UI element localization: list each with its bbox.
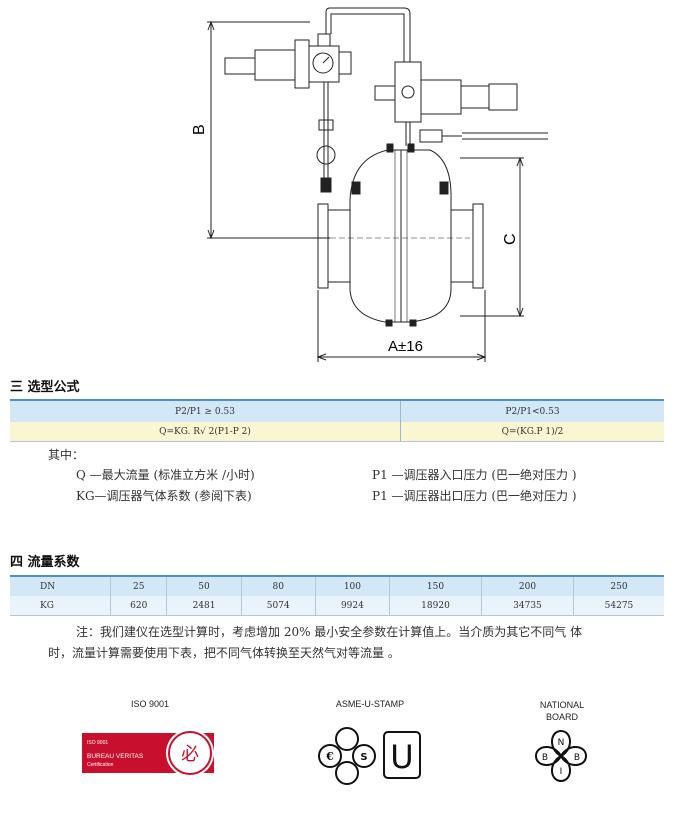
- iso-9001-logo: 必 ISO 9001 BUREAU VERITAS Certification: [82, 729, 214, 777]
- kg-cell: 5074: [240, 596, 316, 616]
- svg-text:I: I: [560, 767, 563, 777]
- dn-cell: 25: [109, 575, 167, 596]
- nb-caption-2: BOARD: [545, 712, 578, 722]
- legend-intro: 其中：: [48, 448, 85, 462]
- note-line-1: 注：我们建仪在选型计算时，考虑增加 20% 最小安全参数在计算值上。当介质为其它…: [76, 625, 583, 639]
- formula-1: Q=KG. R√ 2(P1-P 2): [10, 422, 401, 442]
- svg-text:B: B: [574, 753, 580, 763]
- legend-p2: P1 —调压器出口压力 (巴一绝对压力 ): [372, 489, 577, 503]
- svg-text:必: 必: [181, 744, 199, 765]
- national-board-caption: NATIONAL BOARD: [522, 699, 602, 723]
- kg-cell: 620: [109, 596, 167, 616]
- formula-2: Q=(KG.P 1)/2: [400, 422, 664, 442]
- kg-cell: 54275: [572, 596, 664, 616]
- svg-text:€: €: [325, 750, 334, 763]
- legend-p1: P1 —调压器入口压力 (巴一绝对压力 ): [372, 468, 577, 482]
- dn-cell: 200: [480, 575, 574, 596]
- dn-cell: 50: [166, 575, 242, 596]
- dn-cell: 100: [314, 575, 390, 596]
- dn-cell: 80: [240, 575, 316, 596]
- legend-kg: KG—调压器气体系数 (参阅下表): [76, 489, 252, 503]
- formula-header-2: P2/P1<0.53: [400, 399, 664, 422]
- svg-text:B: B: [542, 753, 548, 763]
- legend-q: Q —最大流量 (标准立方米 /小时): [76, 468, 255, 482]
- kg-cell: 18920: [389, 596, 482, 616]
- svg-text:S: S: [360, 752, 367, 763]
- svg-text:U: U: [390, 738, 413, 776]
- formula-header-1: P2/P1 ≥ 0.53: [10, 399, 401, 422]
- table-row: DN 25 50 80 100 150 200 250: [10, 575, 664, 596]
- dim-b-label: B: [191, 124, 208, 135]
- note-line-2: 时，流量计算需要使用下表，把不同气体转换至天然气对等流量 。: [48, 646, 400, 660]
- iso-line-2: BUREAU VERITAS: [87, 753, 144, 760]
- table-row: KG 620 2481 5074 9924 18920 34735 54275: [10, 596, 664, 616]
- kg-cell: 9924: [314, 596, 390, 616]
- dn-cell: 150: [389, 575, 482, 596]
- asme-u-stamp-logo: € S U: [318, 727, 421, 785]
- nb-caption-1: NATIONAL: [539, 700, 585, 710]
- iso-line-1: ISO 9001: [87, 740, 108, 746]
- asme-caption: ASME-U-STAMP: [335, 699, 405, 709]
- row-label-kg: KG: [10, 596, 111, 616]
- row-label-dn: DN: [10, 575, 111, 596]
- national-board-logo: N B B I: [534, 729, 588, 783]
- valve-drawing: B C A±16: [191, 7, 548, 362]
- dn-cell: 250: [572, 575, 664, 596]
- formula-table: P2/P1 ≥ 0.53 P2/P1<0.53 Q=KG. R√ 2(P1-P …: [10, 399, 664, 442]
- kg-cell: 34735: [480, 596, 574, 616]
- kg-cell: 2481: [166, 596, 242, 616]
- iso-caption: ISO 9001: [130, 699, 170, 709]
- svg-text:N: N: [558, 738, 565, 748]
- flow-coefficient-table: DN 25 50 80 100 150 200 250 KG 620 2481 …: [10, 575, 664, 616]
- section-4-title: 四 流量系数: [10, 555, 80, 570]
- section-3-title: 三 选型公式: [10, 380, 80, 395]
- iso-line-3: Certification: [87, 762, 114, 768]
- dim-a-label: A±16: [388, 338, 423, 355]
- dim-c-label: C: [502, 233, 519, 245]
